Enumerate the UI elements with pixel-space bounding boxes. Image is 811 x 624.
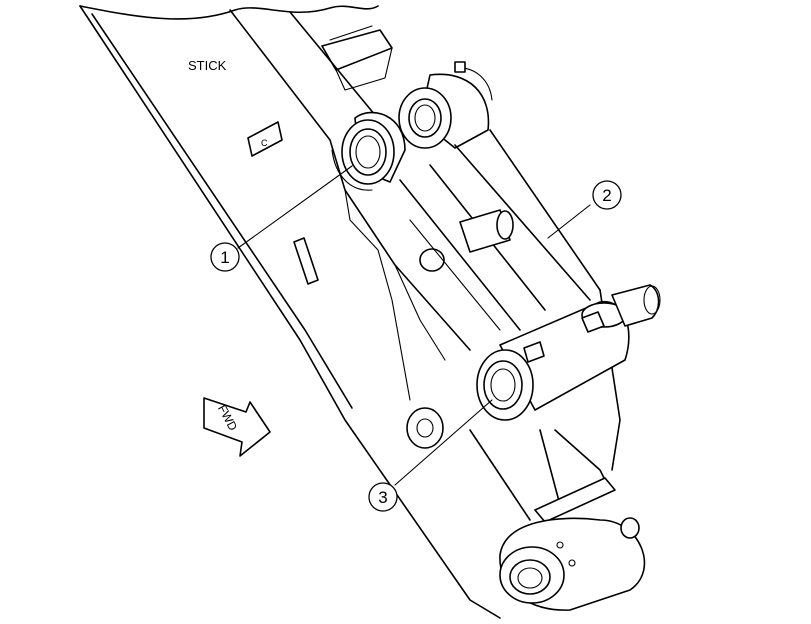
callout-leaders (237, 165, 591, 486)
callout-1: 1 (210, 242, 240, 272)
callout-3-number: 3 (378, 488, 387, 507)
stick-label: STICK (188, 58, 227, 73)
callout-3: 3 (368, 482, 398, 512)
bushing-lower (476, 349, 534, 421)
stick-nose (469, 429, 646, 611)
tag-label: C (261, 138, 268, 148)
stick-body: C (79, 5, 501, 619)
fwd-arrow: FWD (203, 397, 271, 457)
upper-boss-right (398, 61, 493, 149)
lower-small-boss (406, 407, 444, 449)
callout-1-number: 1 (220, 248, 229, 267)
callout-2: 2 (592, 180, 622, 210)
cylinder-rod-end (321, 25, 393, 91)
bushing-upper (331, 111, 406, 191)
callout-2-number: 2 (602, 186, 611, 205)
